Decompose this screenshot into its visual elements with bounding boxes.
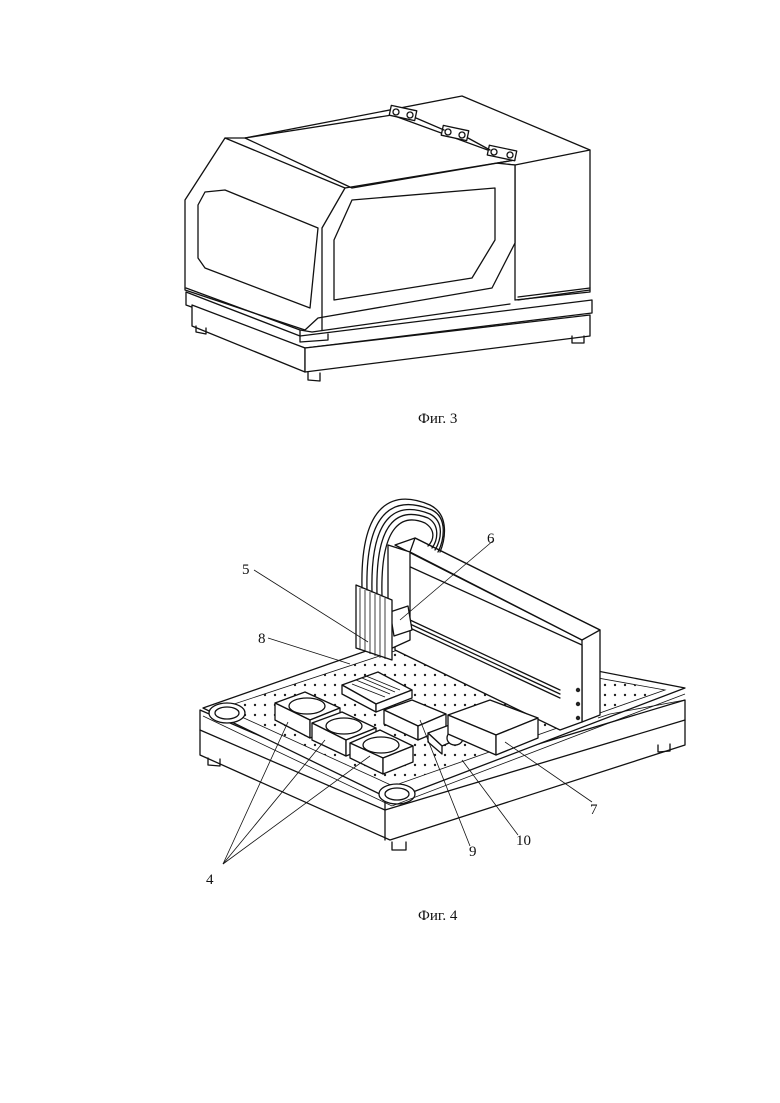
label-8: 8 — [258, 631, 266, 647]
label-9: 9 — [469, 844, 477, 860]
label-6: 6 — [487, 531, 495, 547]
corner-mount-icon — [209, 703, 245, 723]
figure-4-caption: Фиг. 4 — [418, 908, 457, 925]
figure-3-caption: Фиг. 3 — [418, 411, 457, 428]
label-10: 10 — [516, 833, 531, 849]
label-7: 7 — [590, 802, 598, 818]
figure-4-machine: 5 6 8 7 10 9 4 — [0, 470, 780, 910]
corner-mount-icon — [379, 784, 415, 804]
figure-3-enclosure — [0, 0, 780, 400]
label-5: 5 — [242, 562, 250, 578]
pipette-head — [356, 545, 412, 660]
label-4: 4 — [206, 872, 214, 888]
